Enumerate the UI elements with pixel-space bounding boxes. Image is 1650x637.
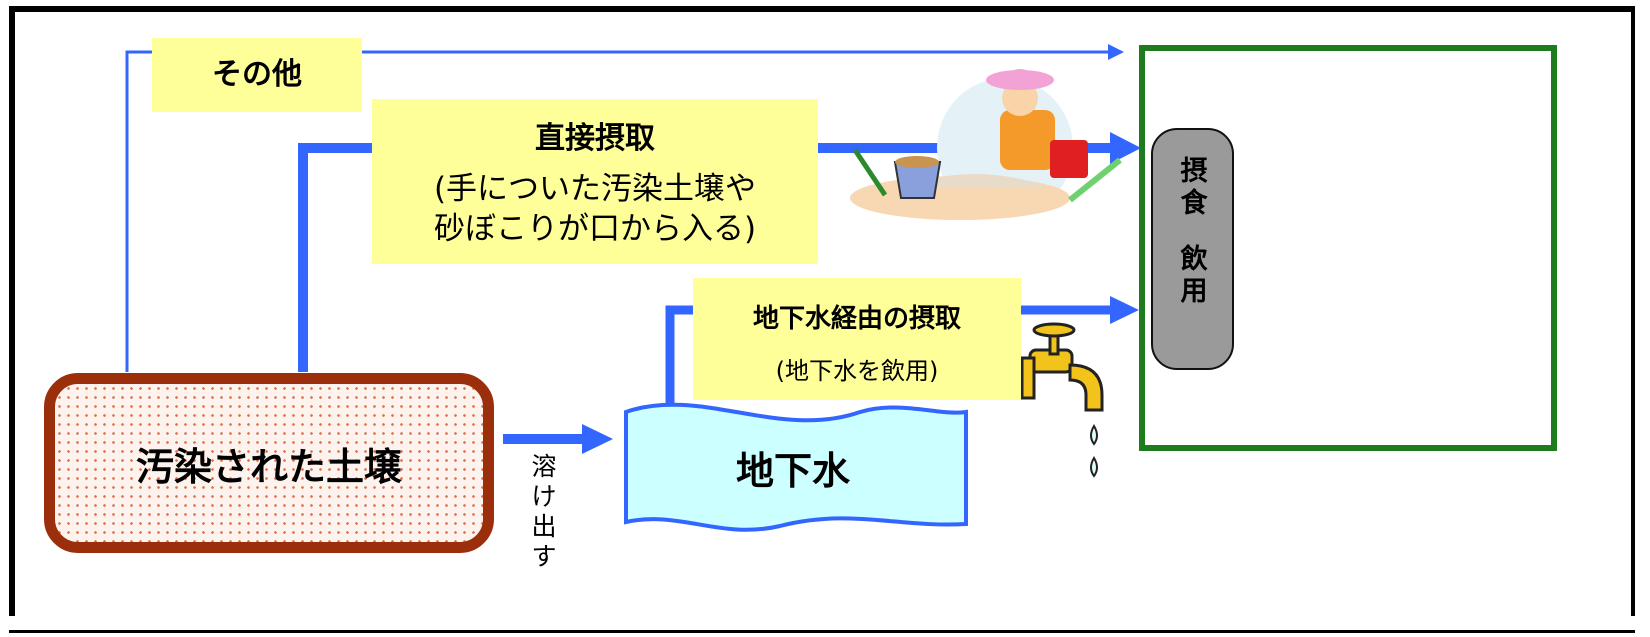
intake-label-eating: 摂食 — [1180, 156, 1208, 219]
water-faucet-icon — [1020, 322, 1104, 478]
groundwater-label: 地下水 — [735, 449, 850, 493]
label-groundwater-intake: 地下水経由の摂取 (地下水を飲用) — [693, 278, 1021, 400]
arrow-other — [125, 50, 1110, 372]
dissolve-label: 溶け出す — [531, 452, 557, 571]
intake-capsule: 摂食 飲用 — [1151, 128, 1234, 370]
direct-intake-desc-1: (手についた汚染土壌や — [433, 171, 757, 207]
arrow-dissolve-head — [582, 424, 613, 454]
intake-label-drinking: 飲用 — [1180, 244, 1208, 307]
direct-intake-desc-2: 砂ぼこりが口から入る) — [433, 211, 757, 247]
outer-frame-bottom — [9, 630, 1635, 633]
arrow-direct-head — [1110, 132, 1141, 164]
arrow-direct — [298, 143, 1115, 372]
label-other: その他 — [152, 38, 362, 112]
contaminated-soil-label: 汚染された土壌 — [135, 444, 402, 489]
arrow-groundwater-head — [1110, 296, 1139, 324]
groundwater-intake-desc: (地下水を飲用) — [775, 357, 939, 385]
arrow-other-head — [1108, 44, 1124, 60]
contaminated-soil-box: 汚染された土壌 — [44, 373, 494, 553]
label-direct-intake: 直接摂取 (手についた汚染土壌や 砂ぼこりが口から入る) — [372, 99, 818, 264]
child-playing-sand-icon — [850, 69, 1122, 220]
groundwater-shape — [624, 402, 968, 532]
groundwater-intake-title: 地下水経由の摂取 — [752, 304, 961, 334]
direct-intake-title: 直接摂取 — [535, 121, 655, 156]
